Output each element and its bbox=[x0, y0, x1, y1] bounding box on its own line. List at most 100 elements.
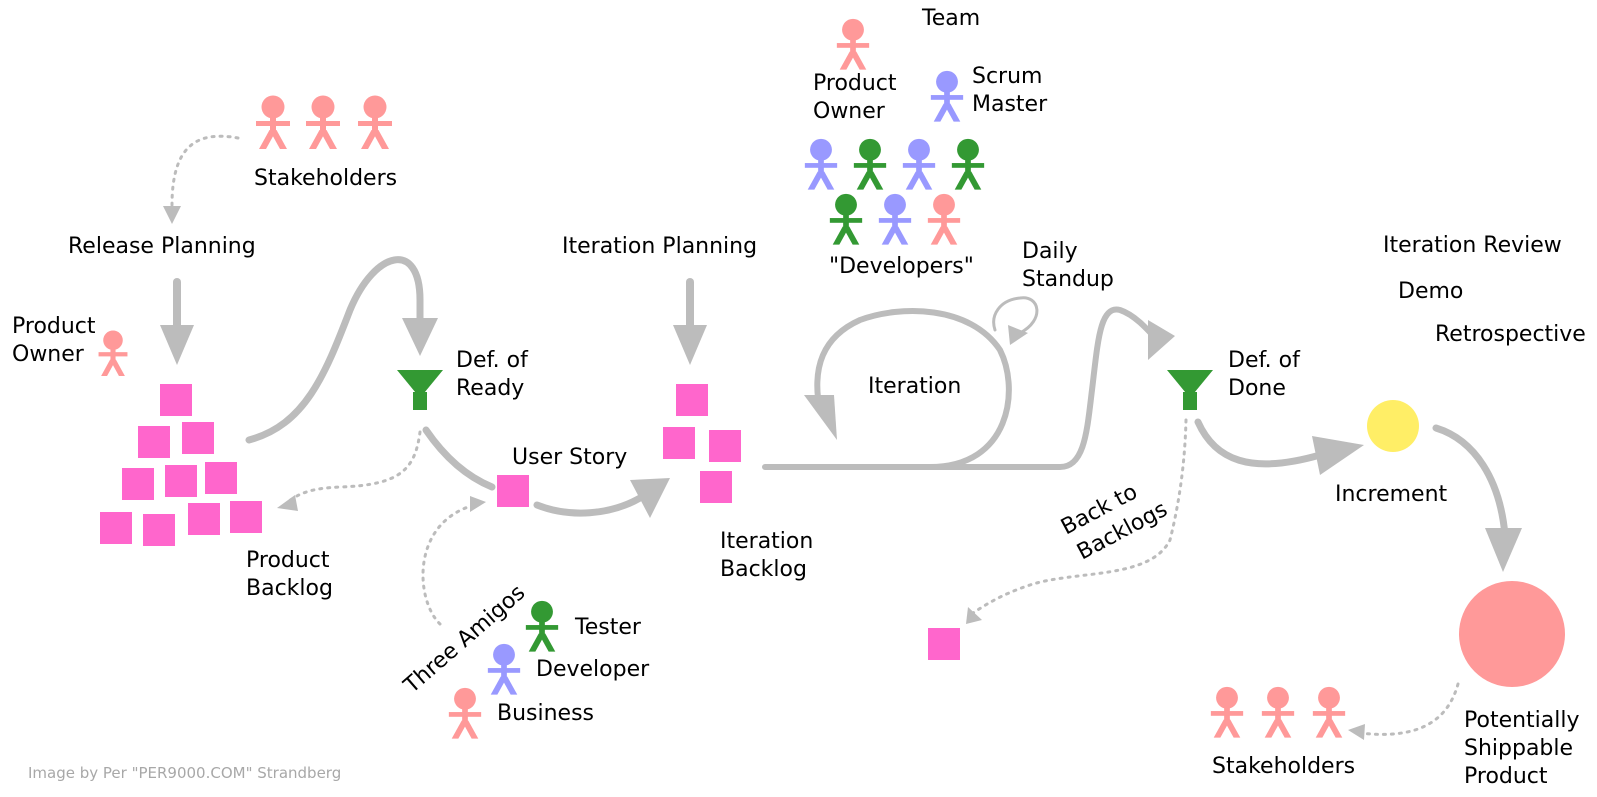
ready-to-backlog-dotted-head bbox=[277, 495, 298, 511]
product-to-stakeholders-dotted bbox=[1358, 682, 1460, 736]
potentially-shippable-product-label: Product bbox=[1464, 764, 1548, 789]
story-card bbox=[143, 514, 175, 546]
iteration-label: Iteration bbox=[868, 374, 961, 399]
potentially-shippable-product-label: Shippable bbox=[1464, 736, 1573, 761]
story-card bbox=[100, 512, 132, 544]
def-of-ready-label: Ready bbox=[456, 376, 524, 401]
story-to-iteration-backlog-arrowhead bbox=[630, 478, 670, 518]
iteration-backlog-label: Iteration bbox=[720, 529, 813, 554]
product-owner-person-icon bbox=[98, 330, 128, 376]
product-backlog-stories bbox=[100, 384, 262, 546]
backlog-to-ready-arrow bbox=[245, 256, 424, 444]
def-of-done-label: Done bbox=[1228, 376, 1286, 401]
backlog-to-ready-arrowhead bbox=[402, 318, 438, 356]
final-stakeholder-person-icon bbox=[1210, 686, 1244, 738]
iteration-to-done-arrow bbox=[927, 306, 1160, 470]
team-product-owner-label: Product bbox=[813, 71, 897, 96]
product-owner-label: Owner bbox=[12, 342, 85, 367]
tester-label: Tester bbox=[574, 615, 642, 640]
stakeholders-to-release-dotted bbox=[170, 134, 240, 207]
def-of-ready-funnel bbox=[397, 370, 443, 410]
story-card bbox=[138, 426, 170, 458]
business-person-icon bbox=[448, 687, 482, 739]
iteration-loop-arrow bbox=[762, 308, 1012, 470]
product-backlog-label: Backlog bbox=[246, 576, 333, 601]
developer-person-icon bbox=[902, 138, 936, 190]
story-card bbox=[122, 468, 154, 500]
scrum-master-label: Scrum bbox=[972, 64, 1042, 89]
stakeholder-person-icon bbox=[256, 95, 290, 149]
developer-person-icon bbox=[853, 138, 887, 190]
iteration-backlog-stories bbox=[663, 384, 741, 503]
story-card bbox=[205, 462, 237, 494]
developer-person-icon bbox=[927, 193, 961, 245]
stakeholders-bottom-label: Stakeholders bbox=[1212, 754, 1355, 779]
story-card bbox=[182, 422, 214, 454]
story-card bbox=[160, 384, 192, 416]
developer-person-icon bbox=[878, 193, 912, 245]
release-planning-label: Release Planning bbox=[68, 234, 256, 259]
tester-person-icon bbox=[525, 600, 559, 652]
potentially-shippable-product-circle bbox=[1459, 581, 1565, 687]
developer-amigo-person-icon bbox=[487, 643, 521, 695]
def-of-done-label: Def. of bbox=[1228, 348, 1301, 373]
iteration-planning-arrowhead bbox=[673, 325, 707, 365]
product-owner-label: Product bbox=[12, 314, 96, 339]
done-to-back-dotted bbox=[968, 418, 1188, 617]
returned-story-card bbox=[928, 628, 960, 660]
scrum-master-person-icon bbox=[930, 70, 964, 122]
developer-label: Developer bbox=[536, 657, 650, 682]
product-to-stakeholders-dotted-head bbox=[1348, 724, 1365, 740]
story-card bbox=[676, 384, 708, 416]
done-to-increment-arrow bbox=[1194, 418, 1324, 468]
retrospective-label: Retrospective bbox=[1435, 322, 1586, 347]
product-backlog-label: Product bbox=[246, 548, 330, 573]
story-card bbox=[709, 430, 741, 462]
final-stakeholder-person-icon bbox=[1312, 686, 1346, 738]
final-stakeholder-person-icon bbox=[1261, 686, 1295, 738]
daily-standup-loop-arrowhead bbox=[1008, 325, 1028, 345]
developer-person-icon bbox=[804, 138, 838, 190]
done-to-increment-arrowhead bbox=[1312, 436, 1364, 475]
increment-label: Increment bbox=[1335, 482, 1448, 507]
iteration-planning-label: Iteration Planning bbox=[562, 234, 757, 259]
developer-person-icon bbox=[951, 138, 985, 190]
iteration-backlog-label: Backlog bbox=[720, 557, 807, 582]
ready-to-backlog-dotted bbox=[286, 430, 422, 504]
release-planning-arrowhead bbox=[160, 325, 194, 365]
three-amigos-label: Three Amigos bbox=[399, 580, 530, 699]
user-story-label: User Story bbox=[512, 445, 627, 470]
developers-label: "Developers" bbox=[829, 254, 974, 279]
story-card bbox=[188, 503, 220, 535]
story-card bbox=[230, 501, 262, 533]
three-amigos-dotted-head bbox=[470, 496, 486, 512]
increment-to-product-arrow bbox=[1432, 424, 1509, 539]
team-product-owner-person-icon bbox=[836, 18, 870, 70]
stakeholders-to-release-dotted-head bbox=[163, 206, 181, 224]
iteration-to-done-arrowhead bbox=[1148, 320, 1175, 360]
daily-standup-label: Standup bbox=[1022, 267, 1114, 292]
stakeholder-person-icon bbox=[306, 95, 340, 149]
done-to-back-dotted-head bbox=[966, 607, 982, 624]
three-amigos-dotted bbox=[421, 502, 480, 626]
stakeholders-top-label: Stakeholders bbox=[254, 166, 397, 191]
developer-person-icon bbox=[829, 193, 863, 245]
ready-to-story-arrow bbox=[422, 426, 496, 491]
def-of-ready-label: Def. of bbox=[456, 348, 529, 373]
demo-label: Demo bbox=[1398, 279, 1463, 304]
increment-circle bbox=[1367, 400, 1419, 452]
business-label: Business bbox=[497, 701, 594, 726]
user-story-card bbox=[497, 475, 529, 507]
iteration-loop-arrowhead bbox=[804, 395, 837, 440]
stakeholder-person-icon bbox=[358, 95, 392, 149]
potentially-shippable-product-label: Potentially bbox=[1464, 708, 1580, 733]
story-card bbox=[663, 427, 695, 459]
image-credit: Image by Per "PER9000.COM" Strandberg bbox=[28, 764, 341, 782]
increment-to-product-arrowhead bbox=[1485, 528, 1522, 572]
iteration-review-label: Iteration Review bbox=[1383, 233, 1562, 258]
daily-standup-loop bbox=[992, 296, 1039, 335]
daily-standup-label: Daily bbox=[1022, 239, 1078, 264]
story-card bbox=[165, 465, 197, 497]
team-label: Team bbox=[921, 6, 980, 31]
